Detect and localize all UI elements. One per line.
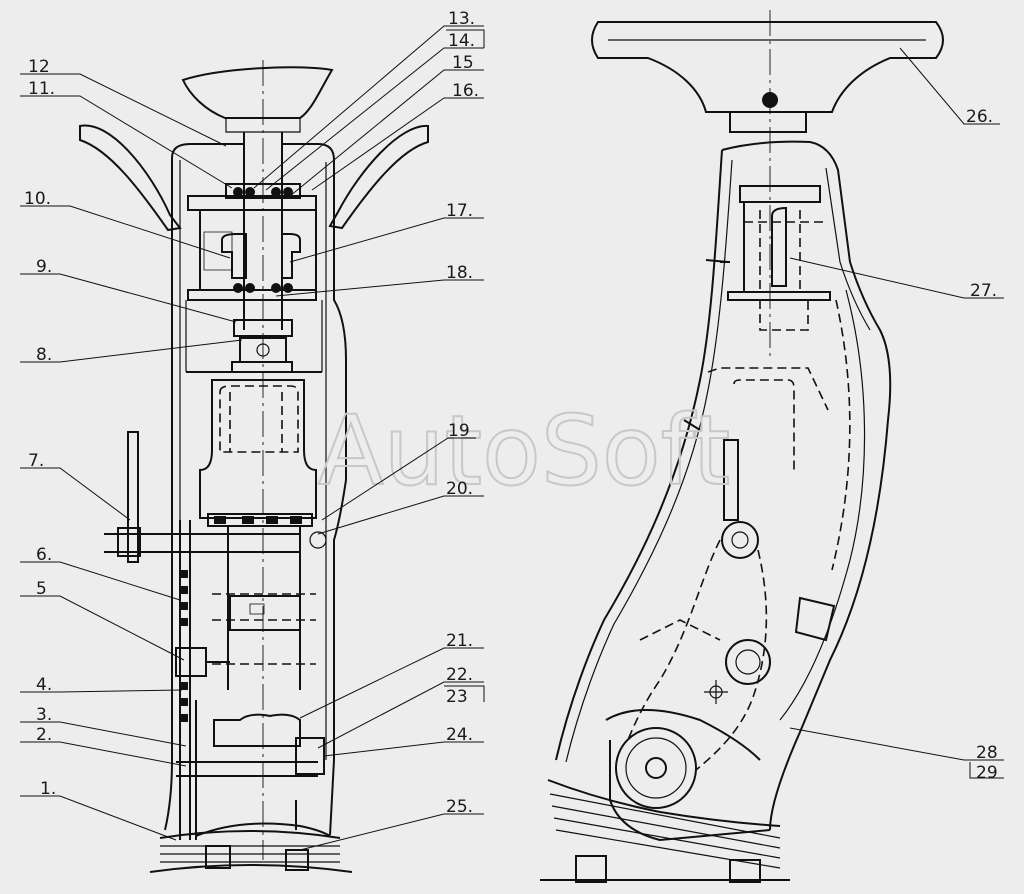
callout-27: 27.	[970, 281, 997, 301]
callout-7: 7.	[28, 451, 44, 471]
callout-18: 18.	[446, 263, 473, 283]
front-section-view	[79, 60, 429, 873]
callout-19: 19	[448, 421, 470, 441]
callout-23: 23	[446, 687, 468, 707]
callout-3: 3.	[36, 705, 52, 725]
watermark: AutoSoft	[318, 395, 730, 507]
callout-13: 13.	[448, 9, 475, 29]
callout-11: 11.	[28, 79, 55, 99]
callouts: 1. 2. 3. 4. 5 6. 7. 8. 9. 10. 11. 12	[20, 9, 1004, 851]
callout-6: 6.	[36, 545, 52, 565]
callout-25: 25.	[446, 797, 473, 817]
callout-17: 17.	[446, 201, 473, 221]
callout-15: 15	[452, 53, 474, 73]
side-view	[540, 10, 944, 883]
callout-1: 1.	[40, 779, 56, 799]
callout-4: 4.	[36, 675, 52, 695]
callout-9: 9.	[36, 257, 52, 277]
callout-10: 10.	[24, 189, 51, 209]
callout-22: 22.	[446, 665, 473, 685]
callout-8: 8.	[36, 345, 52, 365]
callout-26: 26.	[966, 107, 993, 127]
callout-14: 14.	[448, 31, 475, 51]
callout-12: 12	[28, 57, 50, 77]
callout-2: 2.	[36, 725, 52, 745]
callout-29: 29	[976, 763, 998, 783]
callout-16: 16.	[452, 81, 479, 101]
callout-21: 21.	[446, 631, 473, 651]
callout-5: 5	[36, 579, 47, 599]
callout-20: 20.	[446, 479, 473, 499]
callout-28: 28	[976, 743, 998, 763]
callout-24: 24.	[446, 725, 473, 745]
